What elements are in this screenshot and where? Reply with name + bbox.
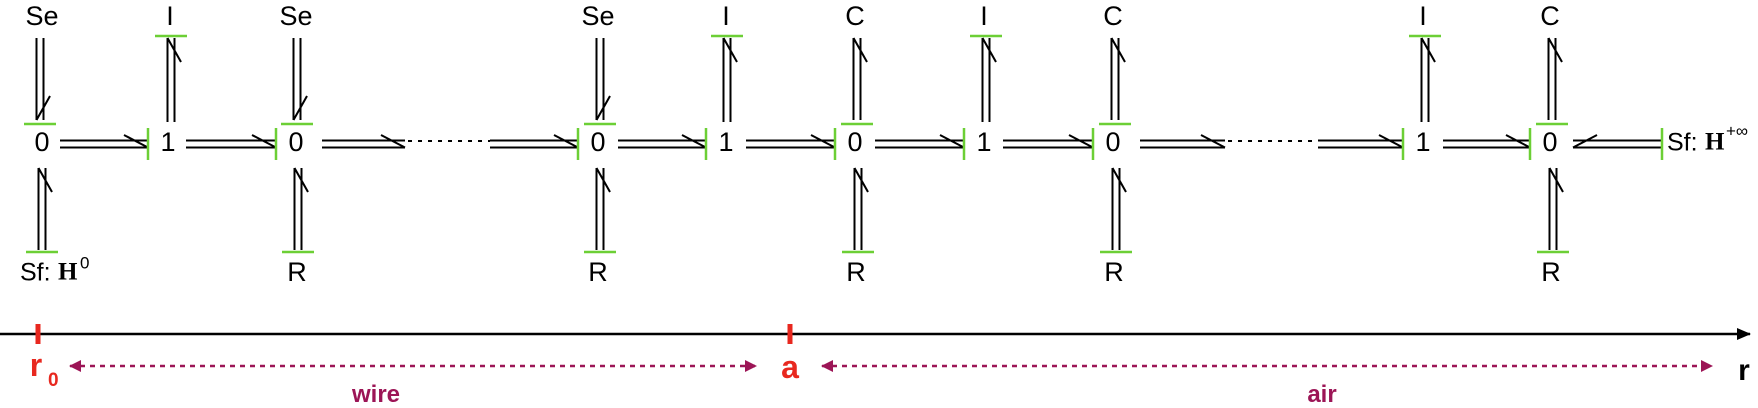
- label-r-1: R: [287, 257, 307, 287]
- label-r-3: R: [846, 257, 866, 287]
- junction-0-6: 0: [1542, 127, 1557, 157]
- bond-v-se3-half-arrow: [595, 95, 611, 121]
- junction-1-4: 1: [1415, 127, 1430, 157]
- bond-v-sf1-half-arrow: [37, 167, 53, 193]
- label-se-2: Se: [279, 1, 312, 31]
- sf-right-prefix: Sf:: [1667, 129, 1698, 157]
- junction-1-2: 1: [718, 127, 733, 157]
- air-region-label: air: [1307, 381, 1336, 408]
- bond-v-r1-half-arrow: [293, 167, 309, 193]
- junction-0-4: 0: [847, 127, 862, 157]
- label-c-3: C: [1540, 1, 1560, 31]
- junction-0-1: 0: [34, 127, 49, 157]
- bond-h8-half-arrow: [1068, 134, 1094, 149]
- label-i-3: I: [980, 1, 988, 31]
- label-r-4: R: [1104, 257, 1124, 287]
- source-sf-right: Sf: H +∞: [1667, 121, 1748, 156]
- label-c-2: C: [1103, 1, 1123, 31]
- sf-left-symbol: H: [58, 259, 78, 286]
- bond-v-c1-half-arrow: [852, 37, 868, 63]
- bond-h6-half-arrow: [810, 134, 836, 149]
- wire-region-label: wire: [351, 381, 400, 408]
- bond-h2-half-arrow: [251, 134, 277, 149]
- r0-subscript: 0: [48, 370, 59, 391]
- bond-v-se1-half-arrow: [35, 95, 51, 121]
- bond-v-i3-half-arrow: [981, 37, 997, 63]
- r0-main: r: [30, 347, 42, 383]
- bond-h9-half-arrow: [1200, 134, 1226, 149]
- bond-v-r4-half-arrow: [1111, 167, 1127, 193]
- bond-v-r3-half-arrow: [853, 167, 869, 193]
- label-c-1: C: [845, 1, 865, 31]
- bond-v-c3-half-arrow: [1547, 37, 1563, 63]
- label-se-3: Se: [581, 1, 614, 31]
- bond-v-i1-half-arrow: [166, 37, 182, 63]
- sf-left-prefix: Sf:: [20, 259, 51, 287]
- bond-v-i4-half-arrow: [1420, 37, 1436, 63]
- bond-v-se2-half-arrow: [292, 95, 308, 121]
- r0-label: r 0: [30, 347, 59, 391]
- sf-right-symbol: H: [1705, 129, 1725, 156]
- junction-1-1: 1: [160, 127, 175, 157]
- junction-0-2: 0: [288, 127, 303, 157]
- bond-h10-half-arrow: [1378, 134, 1404, 149]
- label-r-5: R: [1541, 257, 1561, 287]
- r-axis-label: r: [1738, 354, 1750, 387]
- bond-h12-half-arrow: [1572, 134, 1598, 149]
- bond-h7-half-arrow: [939, 134, 965, 149]
- bond-h4-half-arrow: [553, 134, 579, 149]
- sf-left-superscript: 0: [80, 253, 89, 272]
- label-i-1: I: [166, 1, 174, 31]
- junction-1-3: 1: [976, 127, 991, 157]
- bond-arrows: [24, 34, 1664, 254]
- sf-right-superscript: +∞: [1726, 121, 1748, 140]
- bond-h11-half-arrow: [1505, 134, 1531, 149]
- junction-0-5: 0: [1105, 127, 1120, 157]
- label-se-1: Se: [25, 1, 58, 31]
- bond-v-r5-half-arrow: [1548, 167, 1564, 193]
- a-label: a: [781, 349, 799, 385]
- bond-v-r2-half-arrow: [595, 167, 611, 193]
- source-sf-left: Sf: H 0: [20, 253, 89, 286]
- label-i-4: I: [1419, 1, 1427, 31]
- bond-h1-half-arrow: [123, 134, 149, 149]
- label-r-2: R: [588, 257, 608, 287]
- bond-h5-half-arrow: [681, 134, 707, 149]
- bond-v-c2-half-arrow: [1110, 37, 1126, 63]
- junction-0-3: 0: [590, 127, 605, 157]
- bond-h3-half-arrow: [380, 134, 406, 149]
- bond-v-i2-half-arrow: [722, 37, 738, 63]
- label-i-2: I: [722, 1, 730, 31]
